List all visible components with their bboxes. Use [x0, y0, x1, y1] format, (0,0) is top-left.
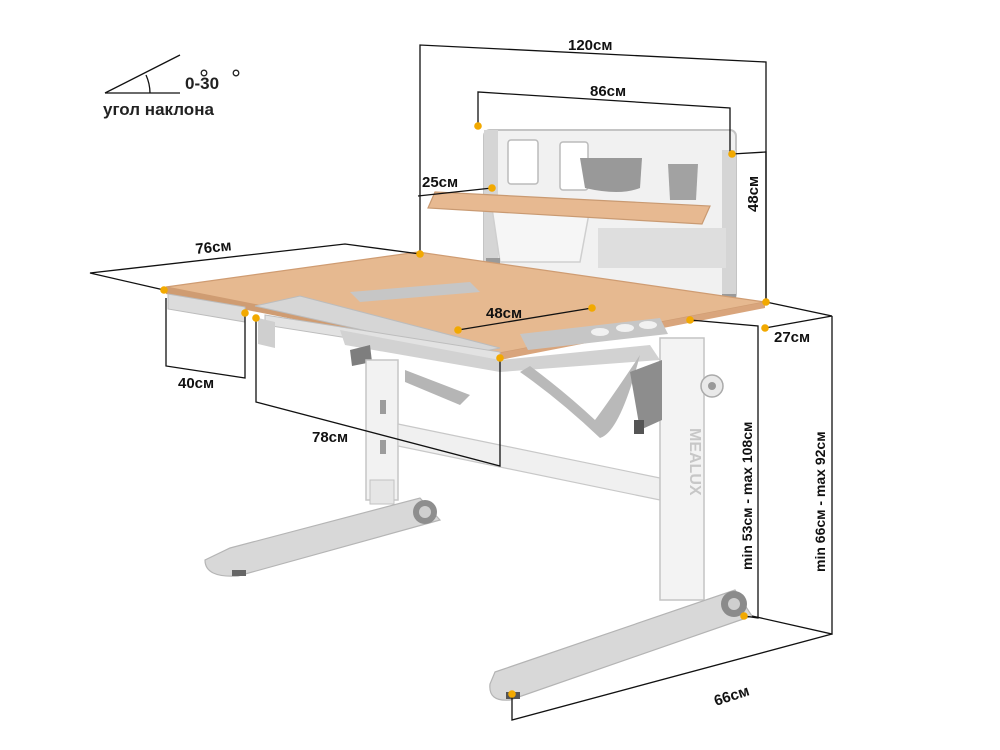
measure-point [762, 298, 770, 306]
desk-illustration: MEALUX [165, 129, 766, 701]
right-leg: MEALUX [489, 337, 753, 701]
measure-point [588, 304, 596, 312]
tilt-angle-icon [104, 54, 181, 94]
dimension-line-top-width [255, 318, 501, 467]
degree-icon [200, 69, 208, 77]
label-side-depth: 27см [774, 329, 810, 346]
measure-point [252, 314, 260, 322]
label-height-range-top: min 53см - max 108см [739, 422, 755, 570]
tilt-label: угол наклона [103, 100, 214, 119]
left-foot [204, 497, 442, 577]
measure-point [508, 690, 516, 698]
measure-point [474, 122, 482, 130]
measure-point [488, 184, 496, 192]
degree-icon [232, 69, 240, 77]
measure-point [686, 316, 694, 324]
dimension-line-side-depth [764, 301, 833, 329]
label-desk-depth: 76см [195, 237, 233, 258]
label-drawer-width: 40см [178, 375, 214, 392]
measure-point [160, 286, 168, 294]
dimension-line-shelf-depth [417, 187, 493, 197]
measure-point [761, 324, 769, 332]
label-height-range-front: min 66см - max 92см [812, 431, 828, 572]
measure-point [241, 309, 249, 317]
label-top-width: 78см [312, 429, 348, 446]
brand-logo: MEALUX [686, 428, 703, 496]
right-foot [489, 589, 753, 701]
measure-point [416, 250, 424, 258]
measure-point [496, 354, 504, 362]
dimension-line-inner-depth [457, 307, 593, 331]
tilt-angle-text: 0-30 [185, 74, 219, 93]
dimension-line-shelf-width [477, 91, 731, 152]
label-shelf-width: 86см [590, 83, 626, 100]
label-base-depth: 66см [712, 682, 752, 709]
shelf [427, 191, 711, 225]
dimension-line-base-depth [511, 633, 833, 721]
dimension-line-desk-depth [89, 243, 421, 291]
organizer [350, 282, 480, 302]
pen-holder [580, 158, 642, 192]
strap [520, 355, 640, 438]
dimension-line-drawer-width [165, 298, 246, 379]
label-panel-height: 48см [745, 176, 762, 212]
dimension-lines [89, 44, 833, 721]
left-leg [204, 359, 442, 577]
label-shelf-depth: 25см [422, 174, 458, 191]
label-width-total: 120см [568, 37, 612, 54]
dimension-line-height-range-top [689, 319, 759, 619]
pen-holder [668, 164, 698, 200]
dimension-line-panel-height [731, 151, 767, 302]
crossbar [397, 423, 661, 501]
measure-point [740, 612, 748, 620]
measure-point [454, 326, 462, 334]
label-inner-depth: 48см [486, 305, 522, 322]
measurement-points [160, 122, 770, 698]
measure-point [728, 150, 736, 158]
